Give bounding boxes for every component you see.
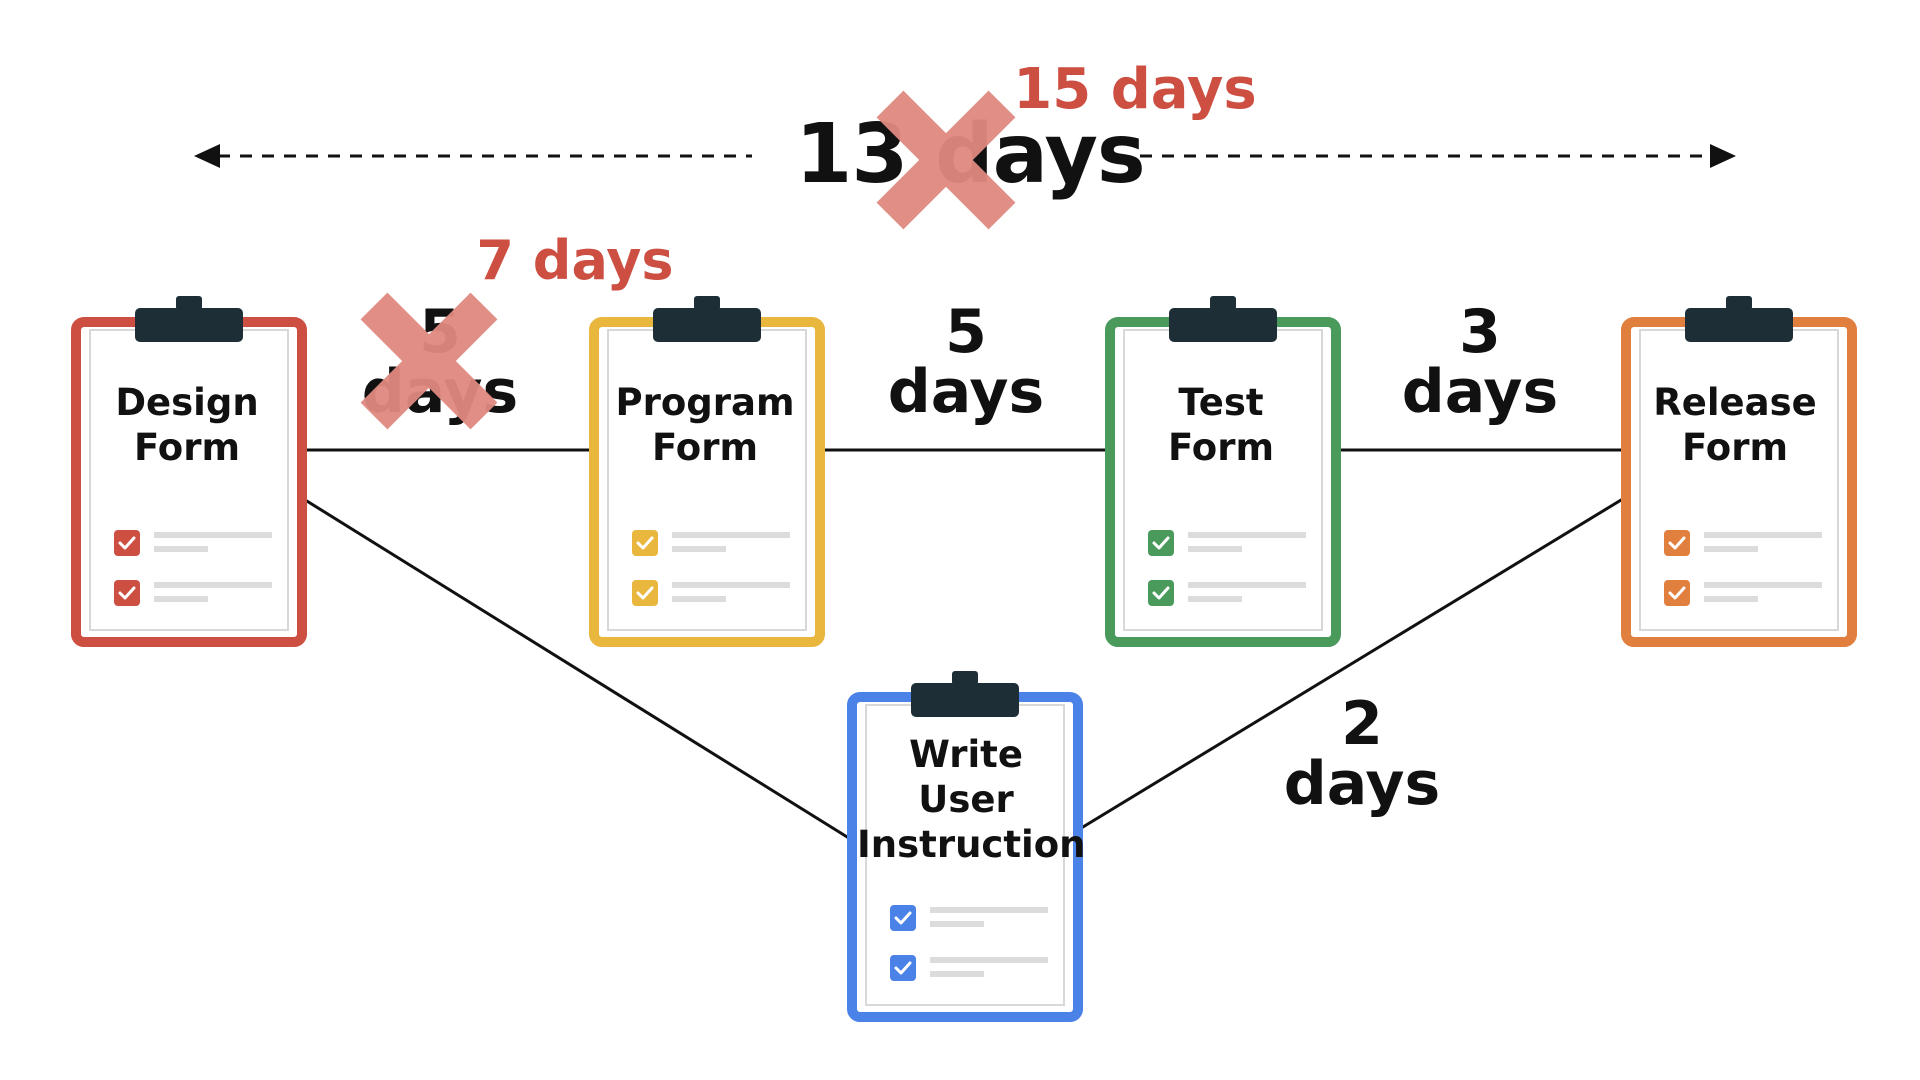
card-title-line: Form: [134, 426, 240, 470]
card-title-program: Program Form: [596, 380, 814, 470]
revised-total-duration: 15 days: [1013, 57, 1257, 122]
card-title-line: User: [918, 778, 1014, 822]
placeholder-line: [1188, 532, 1306, 538]
card-title-line: Release: [1653, 381, 1817, 424]
clipboard-icon: [847, 671, 1083, 1022]
placeholder-line: [154, 596, 208, 602]
placeholder-line: [154, 582, 272, 588]
placeholder-line: [1188, 546, 1242, 552]
clip-bar: [653, 308, 761, 342]
card-title-line: Instruction: [857, 823, 1086, 867]
duration-number: 5: [945, 297, 987, 367]
arrow-right-icon: [1710, 144, 1736, 168]
check-icon: [118, 536, 136, 550]
checkbox-checked: [1148, 580, 1174, 606]
placeholder-line: [672, 532, 790, 538]
clip-tab: [1726, 296, 1752, 310]
placeholder-line: [930, 907, 1048, 913]
check-icon: [118, 586, 136, 600]
checkbox-checked: [1148, 530, 1174, 556]
placeholder-line: [672, 546, 726, 552]
cross-stroke: [360, 292, 498, 430]
checkbox-checked: [632, 580, 658, 606]
placeholder-line: [930, 921, 984, 927]
clip-bar: [911, 683, 1019, 717]
checkbox-checked: [114, 580, 140, 606]
checkbox-checked: [890, 955, 916, 981]
card-title-test: Test Form: [1112, 380, 1330, 470]
task-cards: [71, 296, 1857, 1022]
total-span-arrow: [194, 144, 1736, 168]
check-icon: [1668, 586, 1686, 600]
card-title-line: Form: [1682, 426, 1788, 470]
duration-unit: days: [1401, 357, 1559, 427]
placeholder-line: [672, 582, 790, 588]
clip-tab: [1210, 296, 1236, 310]
placeholder-line: [1704, 582, 1822, 588]
clip-tab: [176, 296, 202, 310]
clipboard-icon: [71, 296, 307, 647]
check-icon: [1152, 586, 1170, 600]
card-title-write: Write User Instruction: [857, 732, 1086, 867]
card-title-line: Design: [115, 381, 259, 424]
checkbox-checked: [1664, 530, 1690, 556]
cross-stroke: [876, 90, 1016, 230]
connector-line: [1077, 495, 1627, 832]
arrow-left-icon: [194, 144, 220, 168]
duration-unit: days: [887, 357, 1045, 427]
clip-tab: [694, 296, 720, 310]
clipboard-icon: [1105, 296, 1341, 647]
clipboard-icon: [589, 296, 825, 647]
cross-out-mark-total: [876, 90, 1016, 230]
card-title-design: Design Form: [78, 380, 296, 470]
connector-lines: [301, 448, 1627, 842]
card-title-line: Write: [909, 733, 1023, 776]
placeholder-line: [672, 596, 726, 602]
clipboard-icon: [1621, 296, 1857, 647]
placeholder-line: [1188, 596, 1242, 602]
check-icon: [894, 961, 912, 975]
placeholder-line: [154, 546, 208, 552]
duration-number: 2: [1341, 689, 1383, 759]
cross-out-mark-design-program: [360, 292, 498, 430]
placeholder-line: [154, 532, 272, 538]
duration-number: 3: [1459, 297, 1501, 367]
card-title-line: Form: [652, 426, 758, 470]
card-title-release: Release Form: [1626, 380, 1844, 470]
clip-bar: [1685, 308, 1793, 342]
duration-label-write-release: 2 days: [1282, 694, 1442, 814]
card-title-line: Form: [1168, 426, 1274, 470]
connector-line: [301, 496, 853, 842]
placeholder-line: [1704, 546, 1758, 552]
card-title-line: Program: [615, 381, 795, 424]
duration-label-program-test: 5 days: [886, 302, 1046, 422]
clip-bar: [135, 308, 243, 342]
revised-duration-design-program: 7 days: [476, 229, 674, 292]
check-icon: [636, 586, 654, 600]
checkbox-checked: [114, 530, 140, 556]
placeholder-line: [1704, 596, 1758, 602]
checkbox-checked: [1664, 580, 1690, 606]
check-icon: [1668, 536, 1686, 550]
duration-label-test-release: 3 days: [1400, 302, 1560, 422]
placeholder-line: [930, 971, 984, 977]
checkbox-checked: [632, 530, 658, 556]
checkbox-checked: [890, 905, 916, 931]
placeholder-line: [1704, 532, 1822, 538]
check-icon: [894, 911, 912, 925]
placeholder-line: [930, 957, 1048, 963]
check-icon: [1152, 536, 1170, 550]
card-title-line: Test: [1178, 381, 1264, 424]
clip-tab: [952, 671, 978, 685]
placeholder-line: [1188, 582, 1306, 588]
check-icon: [636, 536, 654, 550]
duration-unit: days: [1283, 749, 1441, 819]
clip-bar: [1169, 308, 1277, 342]
